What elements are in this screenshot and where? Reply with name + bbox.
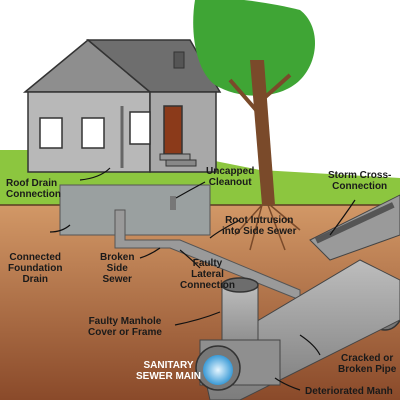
- label-faulty-lateral: Faulty Lateral Connection: [180, 258, 235, 291]
- storm-drain: [309, 194, 400, 261]
- label-cracked-pipe: Cracked or Broken Pipe: [338, 353, 397, 375]
- label-uncapped-cleanout: Uncapped Cleanout: [206, 166, 255, 188]
- label-storm-cross: Storm Cross- Connection: [328, 170, 392, 192]
- house: [22, 39, 222, 173]
- label-root-intrusion: Root Intrusion into Side Sewer: [222, 215, 297, 237]
- label-connected-foundation: Connected Foundation Drain: [8, 252, 63, 285]
- sewer-main-water: [203, 355, 233, 385]
- label-faulty-manhole: Faulty Manhole Cover or Frame: [88, 316, 162, 338]
- cleanout: [170, 196, 176, 210]
- leader-lines: [49, 167, 356, 391]
- label-sanitary-main: SANITARY SEWER MAIN: [136, 360, 201, 382]
- label-broken-side-sewer: Broken Side Sewer: [100, 252, 135, 285]
- foundation: [59, 184, 211, 236]
- tree: [193, 0, 315, 251]
- label-roof-drain: Roof Drain Connection: [6, 178, 61, 200]
- label-deteriorated: Deteriorated Manh: [305, 386, 393, 397]
